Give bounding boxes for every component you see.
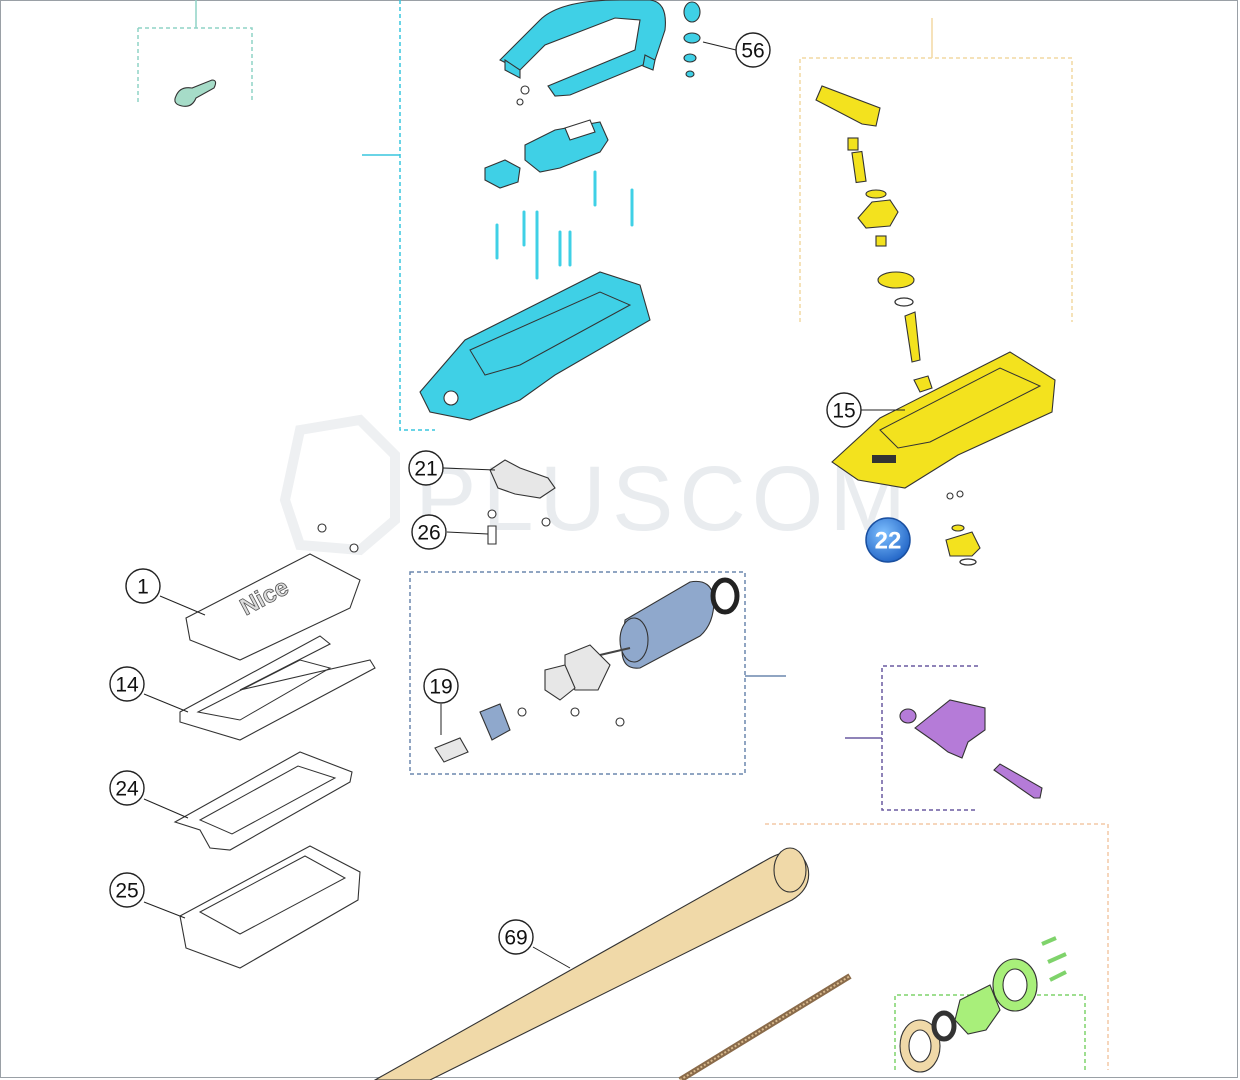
callout-69: 69 — [498, 919, 534, 955]
callout-24-label: 24 — [115, 778, 139, 801]
group-frames — [137, 0, 1109, 1070]
callout-25: 25 — [109, 872, 145, 908]
callout-15: 15 — [826, 392, 862, 428]
callout-19-label: 19 — [429, 676, 452, 699]
mint-key-part — [174, 79, 217, 107]
callout-15-label: 15 — [832, 400, 855, 423]
callout-14: 14 — [109, 666, 145, 702]
housing-25 — [179, 845, 361, 969]
cyan-handle — [499, 0, 666, 106]
mint-group-frame — [137, 27, 253, 102]
callout-1-label: 1 — [137, 576, 149, 599]
callout-26: 26 — [411, 514, 447, 550]
cyan-group-frame — [399, 0, 435, 431]
callout-1: 1 — [125, 568, 161, 604]
screws-26 — [317, 509, 551, 553]
callout-22-label: 22 — [875, 528, 902, 555]
yellow-base-housing — [831, 351, 1056, 489]
callout-26-label: 26 — [417, 522, 440, 545]
callout-56-label: 56 — [741, 40, 764, 63]
cyan-connector-block — [524, 119, 609, 173]
callout-19: 19 — [423, 668, 459, 704]
threaded-rod — [678, 973, 852, 1080]
callout-24: 24 — [109, 770, 145, 806]
cover-1: Nice — [185, 553, 361, 661]
tan-group-frame — [765, 823, 1109, 1070]
callout-56: 56 — [735, 32, 771, 68]
bracket-21 — [489, 459, 556, 499]
green-nut-assembly — [899, 936, 1067, 1073]
cyan-base-housing — [419, 271, 651, 421]
callout-25-label: 25 — [115, 880, 138, 903]
yellow-group-frame — [799, 57, 1073, 322]
cyan-terminal-block — [484, 159, 521, 189]
purple-bracket — [899, 699, 1043, 799]
leader-lines — [143, 41, 905, 969]
yellow-gear-train — [815, 85, 933, 393]
callout-69-label: 69 — [504, 927, 527, 950]
callout-14-label: 14 — [115, 674, 139, 697]
motor-assembly — [434, 577, 740, 763]
motor-group-frame — [409, 571, 746, 775]
callout-21-label: 21 — [414, 458, 437, 481]
gear-22 — [945, 490, 981, 566]
callout-21: 21 — [408, 450, 444, 486]
gasket-14 — [179, 635, 376, 741]
watermark: PLUSCOM — [279, 414, 906, 556]
cyan-small-parts — [683, 1, 701, 78]
gasket-24 — [173, 751, 353, 851]
tube-69 — [373, 847, 810, 1080]
callout-22: 22 — [865, 517, 911, 563]
cyan-screws — [495, 170, 634, 280]
